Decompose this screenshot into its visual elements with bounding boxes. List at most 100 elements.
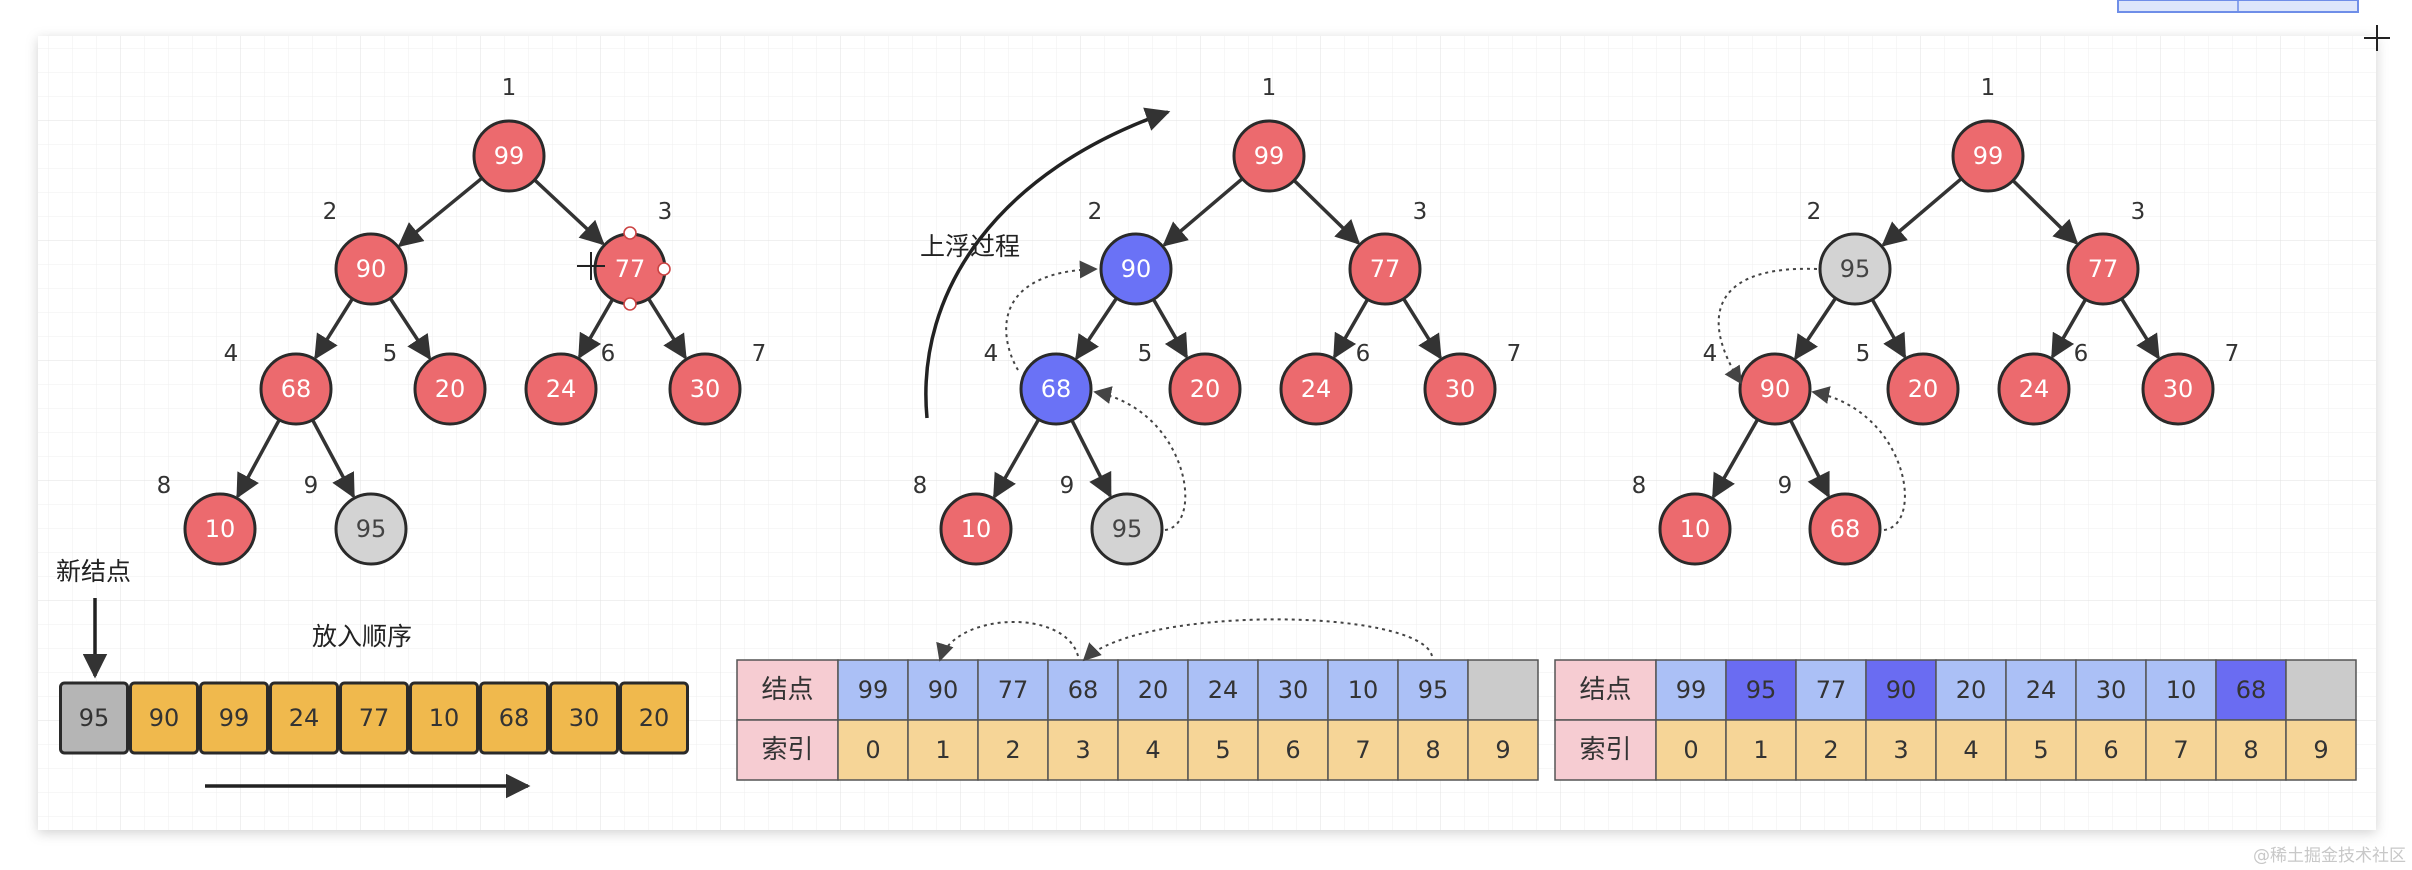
insertion-cell: 30: [549, 681, 619, 755]
node-value: 95: [356, 515, 387, 543]
node-value: 24: [1301, 375, 1332, 403]
heap-node[interactable]: 90: [1099, 232, 1173, 306]
node-position-label: 3: [1413, 199, 1428, 225]
array-index-value: 5: [1215, 736, 1230, 764]
array-index-value: 5: [2033, 736, 2048, 764]
array-index-value: 2: [1823, 736, 1838, 764]
heap-node[interactable]: 24: [524, 352, 598, 426]
node-circle: [1279, 352, 1353, 426]
heap-node[interactable]: 95: [334, 492, 408, 566]
node-position-label: 7: [1507, 341, 1522, 367]
insertion-cell-box: [619, 681, 689, 755]
array-header-label: 结点: [761, 675, 813, 705]
float-up-arrow: [924, 107, 1171, 419]
selection-handles[interactable]: [577, 226, 671, 311]
array-index-value: 3: [1075, 736, 1090, 764]
array-node-cell: [1865, 659, 1937, 721]
insertion-cell: 10: [409, 681, 479, 755]
heap-node[interactable]: 68: [1808, 492, 1882, 566]
node-value: 10: [205, 515, 236, 543]
heap-node[interactable]: 90: [334, 232, 408, 306]
tree-edge: [1870, 298, 1907, 359]
array-node-value: 20: [1138, 676, 1169, 704]
node-circle: [524, 352, 598, 426]
heap-node[interactable]: 95: [1090, 492, 1164, 566]
heap-node[interactable]: 20: [1168, 352, 1242, 426]
node-value: 95: [1840, 255, 1871, 283]
heap-node[interactable]: 10: [939, 492, 1013, 566]
node-circle: [1818, 232, 1892, 306]
heap-node[interactable]: 95: [1818, 232, 1892, 306]
insertion-order-label: 放入顺序: [312, 622, 412, 651]
array-node-cell: [1467, 659, 1539, 721]
heap-node[interactable]: 77: [2066, 232, 2140, 306]
insertion-cell: 99: [199, 681, 269, 755]
heap-node[interactable]: 99: [472, 119, 546, 193]
heap-node[interactable]: 99: [1951, 119, 2025, 193]
node-position-label: 4: [984, 341, 999, 367]
array-node-cell: [2005, 659, 2077, 721]
node-position-label: 5: [1856, 341, 1871, 367]
insertion-cell-box: [199, 681, 269, 755]
node-value: 30: [690, 375, 721, 403]
node-value: 30: [2163, 375, 2194, 403]
array-index-cell: [1397, 719, 1469, 781]
node-position-label: 8: [157, 473, 172, 499]
tree-edge: [310, 419, 356, 499]
array-index-cell: [1467, 719, 1539, 781]
insertion-cell: 90: [129, 681, 199, 755]
node-circle: [1997, 352, 2071, 426]
tree-edge: [1402, 297, 1442, 360]
heap-node[interactable]: 20: [413, 352, 487, 426]
node-position-label: 9: [304, 473, 319, 499]
heap-node[interactable]: 68: [259, 352, 333, 426]
heap-node[interactable]: 68: [1019, 352, 1093, 426]
tree-edge: [1162, 177, 1244, 247]
node-circle: [668, 352, 742, 426]
node-value: 90: [1760, 375, 1791, 403]
node-position-label: 6: [1356, 341, 1371, 367]
array-header-cell: [1554, 719, 1657, 781]
minimap-thumbnail[interactable]: [2117, 0, 2359, 13]
heap-node[interactable]: 10: [1658, 492, 1732, 566]
insertion-cell-box: [409, 681, 479, 755]
node-value: 30: [1445, 375, 1476, 403]
heap-node[interactable]: 30: [668, 352, 742, 426]
array-index-cell: [1257, 719, 1329, 781]
array-node-value: 68: [1068, 676, 1099, 704]
heap-node[interactable]: 99: [1232, 119, 1306, 193]
heap-node[interactable]: 90: [1738, 352, 1812, 426]
heap-node[interactable]: 24: [1997, 352, 2071, 426]
array-index-cell: [1865, 719, 1937, 781]
insertion-cell-box: [59, 681, 129, 755]
node-position-label: 2: [1807, 199, 1822, 225]
node-circle: [1808, 492, 1882, 566]
array-index-value: 3: [1893, 736, 1908, 764]
array-index-cell: [1187, 719, 1259, 781]
node-position-label: 1: [502, 75, 517, 101]
heap-node[interactable]: 24: [1279, 352, 1353, 426]
array-header-cell: [1554, 659, 1657, 721]
node-circle: [1738, 352, 1812, 426]
tree-edge: [388, 297, 432, 361]
node-position-label: 7: [752, 341, 767, 367]
watermark: @稀土掘金技术社区: [2253, 846, 2406, 866]
array-index-cell: [1047, 719, 1119, 781]
array-index-value: 9: [2313, 736, 2328, 764]
node-circle: [472, 119, 546, 193]
heap-node[interactable]: 30: [1423, 352, 1497, 426]
heap-node[interactable]: 30: [2141, 352, 2215, 426]
array-node-cell: [2145, 659, 2217, 721]
node-value: 68: [281, 375, 312, 403]
heap-node[interactable]: 77: [593, 232, 667, 306]
array-index-cell: [2005, 719, 2077, 781]
heap-node[interactable]: 20: [1886, 352, 1960, 426]
heap-node[interactable]: 77: [1348, 232, 1422, 306]
array-node-cell: [907, 659, 979, 721]
heap-node[interactable]: 10: [183, 492, 257, 566]
node-circle: [1886, 352, 1960, 426]
crosshair-cursor-icon: [2364, 25, 2390, 51]
